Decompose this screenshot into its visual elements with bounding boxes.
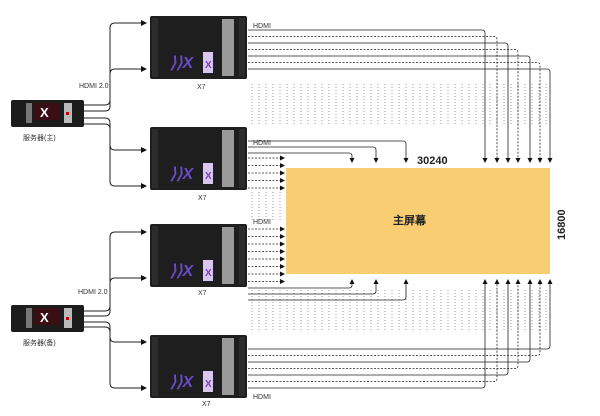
hdmi-output-wire bbox=[248, 279, 553, 350]
hdmi20-link bbox=[84, 66, 147, 112]
x7-badge-icon bbox=[203, 163, 213, 184]
hdmi-output-wire bbox=[248, 29, 488, 163]
hdmi20-link bbox=[84, 229, 147, 312]
media-server: X bbox=[11, 100, 84, 127]
rack-ear-left bbox=[152, 129, 158, 188]
hdmi-output-wire bbox=[248, 140, 409, 163]
hdmi-label-2: HDMI bbox=[253, 140, 271, 147]
hdmi-output-wire bbox=[248, 279, 543, 356]
hdmi20-link bbox=[84, 117, 147, 153]
drive-bays bbox=[26, 103, 32, 123]
front-panel bbox=[222, 130, 234, 187]
x7-label-3: X7 bbox=[198, 290, 207, 297]
rack-ear-right bbox=[239, 129, 245, 188]
hdmi-output-wire bbox=[248, 279, 355, 289]
hdmi-output-wire bbox=[248, 279, 511, 376]
screen-label: 主屏幕 bbox=[393, 213, 427, 227]
hdmi20-label-backup: HDMI 2.0 bbox=[78, 289, 108, 296]
rack-ear-left bbox=[152, 18, 158, 77]
front-panel bbox=[222, 338, 234, 395]
hdmi-output-wire bbox=[248, 279, 533, 363]
server-screen bbox=[34, 103, 60, 120]
x7-label-4: X7 bbox=[202, 401, 211, 408]
hdmi20-link bbox=[84, 20, 147, 106]
server-logo-icon: X bbox=[40, 105, 49, 120]
x7-logo-icon: ⟩⟩X bbox=[170, 263, 194, 280]
x7-label-2: X7 bbox=[198, 195, 207, 202]
front-panel bbox=[222, 19, 234, 76]
x7-badge-letter: X bbox=[205, 268, 212, 279]
hdmi-output-wire bbox=[248, 279, 379, 295]
hdmi-output-wire bbox=[248, 55, 533, 163]
hdmi-label-1: HDMI bbox=[253, 23, 271, 30]
rack-ear-right bbox=[239, 18, 245, 77]
server-logo-icon: X bbox=[40, 310, 49, 325]
x7-label-1: X7 bbox=[197, 84, 206, 91]
hdmi-label-3: HDMI bbox=[253, 219, 271, 226]
x7-processor: ⟩⟩X X bbox=[150, 224, 247, 287]
server-main-label: 服务器(主) bbox=[23, 133, 56, 142]
hdmi-output-wire bbox=[248, 68, 553, 163]
main-screen bbox=[286, 168, 550, 274]
drive-bays bbox=[26, 308, 32, 328]
x7-logo-icon: ⟩⟩X bbox=[170, 55, 194, 72]
x7-badge-icon bbox=[203, 52, 213, 73]
server-backup-label: 服务器(备) bbox=[23, 338, 56, 347]
hdmi-label-4: HDMI bbox=[253, 394, 271, 401]
server-screen bbox=[34, 308, 60, 325]
rack-ear-left bbox=[152, 337, 158, 396]
hdmi20-link bbox=[84, 326, 147, 391]
x7-badge-icon bbox=[203, 260, 213, 281]
hdmi-output-wire bbox=[248, 279, 521, 369]
x7-badge-icon bbox=[203, 371, 213, 392]
x7-logo-icon: ⟩⟩X bbox=[170, 166, 194, 183]
hdmi-output-wire bbox=[248, 49, 521, 163]
rack-ear-right bbox=[239, 337, 245, 396]
power-indicator-icon bbox=[66, 112, 69, 115]
hdmi-output-wire bbox=[248, 279, 500, 382]
x7-badge-letter: X bbox=[205, 379, 212, 390]
hdmi-output-wire bbox=[248, 42, 511, 163]
hdmi-output-wire bbox=[248, 146, 379, 163]
x7-processor: ⟩⟩X X bbox=[150, 16, 247, 79]
hdmi20-label-main: HDMI 2.0 bbox=[79, 83, 109, 90]
rack-ear-left bbox=[152, 226, 158, 285]
rack-ear-right bbox=[239, 226, 245, 285]
x7-badge-letter: X bbox=[205, 171, 212, 182]
hdmi-output-wire bbox=[248, 279, 409, 301]
x7-badge-letter: X bbox=[205, 60, 212, 71]
media-server: X bbox=[11, 305, 84, 332]
hdmi20-link bbox=[84, 321, 147, 345]
front-panel bbox=[222, 227, 234, 284]
hdmi20-link bbox=[84, 123, 147, 189]
screen-width-label: 30240 bbox=[417, 155, 448, 167]
power-indicator-icon bbox=[66, 317, 69, 320]
x7-processor: ⟩⟩X X bbox=[150, 335, 247, 398]
hdmi-output-wire bbox=[248, 62, 543, 163]
screen-height-label: 16800 bbox=[556, 209, 568, 240]
hdmi-output-wire bbox=[248, 36, 500, 163]
hdmi-output-wire bbox=[248, 279, 488, 389]
hdmi-output-wire bbox=[248, 152, 355, 163]
hdmi20-link bbox=[84, 275, 147, 317]
x7-processor: ⟩⟩X X bbox=[150, 127, 247, 190]
x7-logo-icon: ⟩⟩X bbox=[170, 374, 194, 391]
